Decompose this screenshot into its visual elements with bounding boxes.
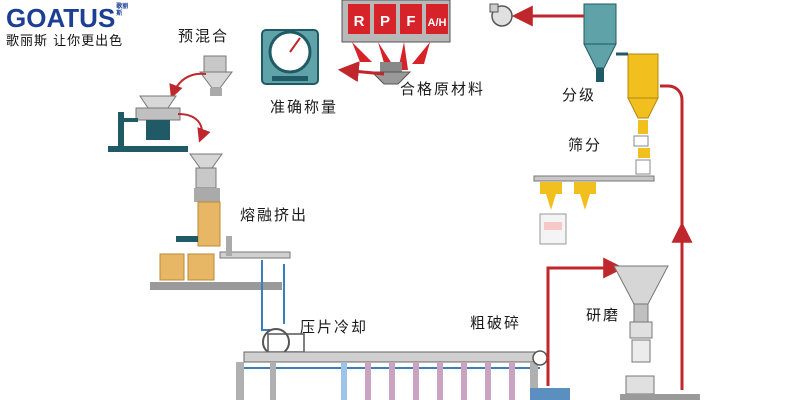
brand-small-1: 歌丽 xyxy=(116,4,129,10)
label-raw-material: 合格原材料 xyxy=(400,80,486,98)
hopper-letter-ah: A/H xyxy=(428,17,447,29)
hopper-letter-r: R xyxy=(354,13,365,30)
arrow-raw-to-weigh xyxy=(337,61,385,83)
mixer-machine xyxy=(108,95,188,152)
label-weigh: 准确称量 xyxy=(270,98,339,116)
dust-filter xyxy=(583,3,628,82)
label-sieve: 筛分 xyxy=(568,136,603,154)
brand-logo-small: 歌丽斯 xyxy=(116,4,128,18)
label-press-cool: 压片冷却 xyxy=(300,318,369,336)
hopper-letter-f: F xyxy=(406,13,415,30)
raw-material-hoppers: R P F A/H xyxy=(341,0,451,85)
extruder-machine xyxy=(150,153,291,290)
label-classify: 分级 xyxy=(562,86,597,104)
arrow-mixer xyxy=(177,113,211,143)
brand-logo-text: GOATUS xyxy=(6,3,116,33)
brand-logo: GOATUS歌丽斯 xyxy=(6,4,128,32)
exhaust-fan xyxy=(489,3,513,27)
hopper-letter-p: P xyxy=(380,13,390,30)
weighing-scale xyxy=(261,29,319,85)
label-crush: 粗破碎 xyxy=(470,314,522,332)
label-extrude: 熔融挤出 xyxy=(240,206,309,224)
brand-slogan: 歌丽斯 让你更出色 xyxy=(6,34,124,49)
label-premix: 预混合 xyxy=(178,27,230,45)
arrow-premix xyxy=(169,72,207,99)
brand-small-2: 斯 xyxy=(116,11,123,17)
brand-block: GOATUS歌丽斯 歌丽斯 让你更出色 xyxy=(6,4,128,50)
arrow-crush-to-grind xyxy=(546,257,625,386)
premix-hopper xyxy=(199,55,233,96)
return-line xyxy=(660,84,684,390)
label-grind: 研磨 xyxy=(586,306,621,324)
sieve-unit xyxy=(533,175,655,245)
classifier-cyclone xyxy=(627,53,659,175)
grinding-mill xyxy=(613,265,700,400)
cooling-conveyor xyxy=(236,328,570,400)
feed-line-extruder xyxy=(261,260,272,331)
